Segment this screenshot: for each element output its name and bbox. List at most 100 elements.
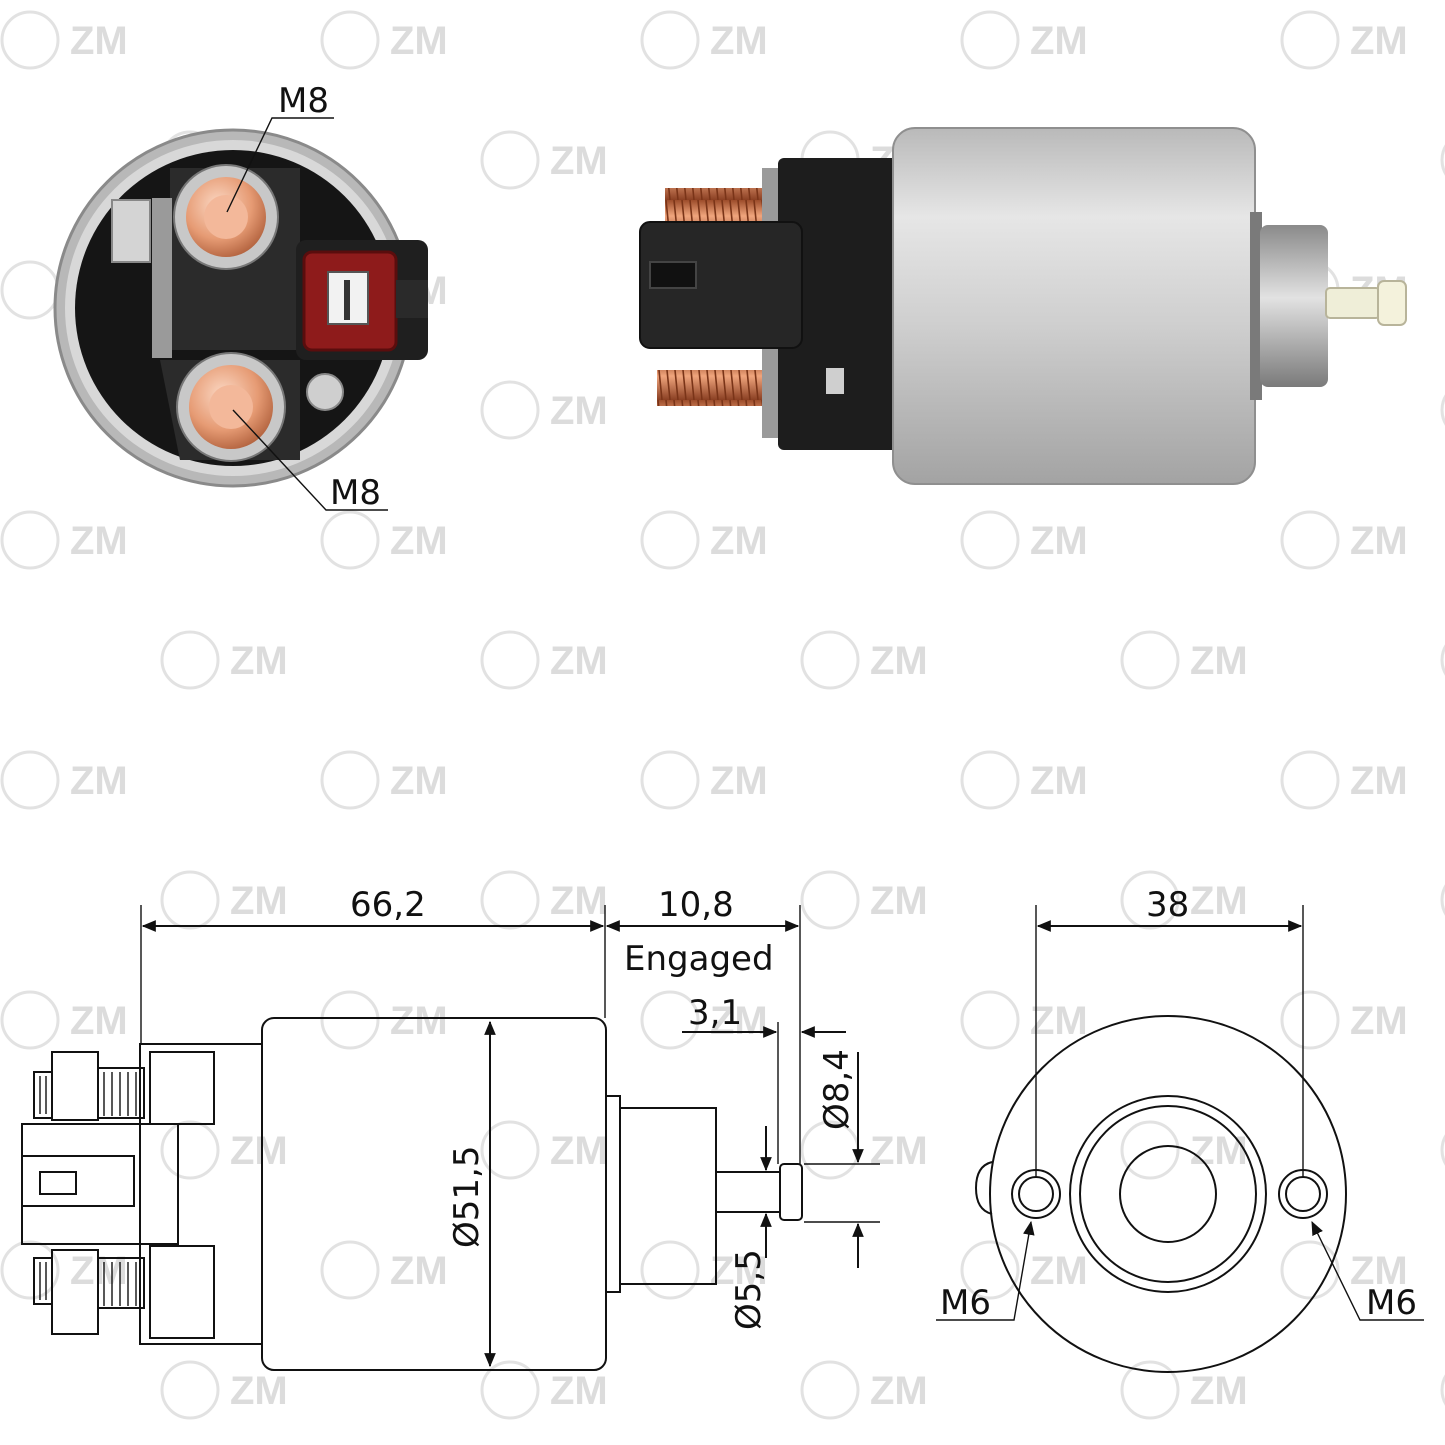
svg-text:ZM: ZM bbox=[1190, 639, 1248, 683]
svg-text:ZM: ZM bbox=[550, 389, 608, 433]
watermark-logo: ZM bbox=[1120, 1120, 1248, 1180]
watermark-logo: ZM bbox=[1280, 10, 1408, 70]
dim-hole-spacing: 38 bbox=[1146, 885, 1189, 925]
watermark-logo: ZM bbox=[960, 1240, 1088, 1300]
watermark-logo: ZM bbox=[160, 630, 288, 690]
svg-text:ZM: ZM bbox=[710, 519, 768, 563]
watermark-logo: ZM bbox=[480, 870, 608, 930]
svg-text:ZM: ZM bbox=[70, 19, 128, 63]
watermark-logo: ZM bbox=[480, 1360, 608, 1420]
svg-text:ZM: ZM bbox=[550, 1129, 608, 1173]
watermark-logo: ZM bbox=[800, 1120, 928, 1180]
watermark-logo: ZM bbox=[960, 990, 1088, 1050]
watermark-logo: ZM bbox=[1120, 1360, 1248, 1420]
svg-text:ZM: ZM bbox=[1030, 759, 1088, 803]
watermark-logo: ZM bbox=[160, 1120, 288, 1180]
watermark-logo: ZM bbox=[0, 750, 128, 810]
drawing-end bbox=[974, 1015, 1347, 1373]
dim-hole-left: M6 bbox=[940, 1283, 991, 1323]
watermark-logo: ZM bbox=[160, 1360, 288, 1420]
watermark-logo: ZM bbox=[1440, 884, 1445, 916]
watermark-logo: ZM bbox=[0, 990, 128, 1050]
svg-text:ZM: ZM bbox=[710, 999, 768, 1043]
watermark-logo: ZM bbox=[1440, 394, 1445, 426]
dim-rod-diameter: Ø5,5 bbox=[729, 1249, 769, 1330]
watermark-logo: ZM bbox=[320, 510, 448, 570]
svg-text:ZM: ZM bbox=[390, 999, 448, 1043]
svg-text:ZM: ZM bbox=[710, 19, 768, 63]
watermark-logo: ZM bbox=[320, 750, 448, 810]
dim-cap-diameter: Ø8,4 bbox=[817, 1049, 857, 1130]
svg-text:ZM: ZM bbox=[870, 639, 928, 683]
svg-text:ZM: ZM bbox=[550, 639, 608, 683]
svg-text:ZM: ZM bbox=[1030, 519, 1088, 563]
dim-stroke-state: Engaged bbox=[624, 939, 774, 979]
watermark-logo: ZM bbox=[320, 1240, 448, 1300]
svg-text:ZM: ZM bbox=[1350, 519, 1408, 563]
svg-text:ZM: ZM bbox=[1030, 999, 1088, 1043]
label-m8-top: M8 bbox=[278, 81, 329, 121]
watermark-logo: ZM bbox=[1440, 144, 1445, 176]
watermark-logo: ZM bbox=[480, 1120, 608, 1180]
photo-side-view bbox=[639, 127, 1407, 485]
watermark-logo: ZM bbox=[160, 870, 288, 930]
watermark-logo: ZM bbox=[1440, 644, 1445, 676]
svg-text:ZM: ZM bbox=[1350, 19, 1408, 63]
svg-text:ZM: ZM bbox=[870, 1369, 928, 1413]
photo-leaders bbox=[226, 117, 388, 511]
svg-text:ZM: ZM bbox=[70, 519, 128, 563]
svg-text:ZM: ZM bbox=[550, 1369, 608, 1413]
watermark-logo: ZM bbox=[800, 870, 928, 930]
svg-text:ZM: ZM bbox=[1350, 1249, 1408, 1293]
watermark-logo: ZM bbox=[1440, 1374, 1445, 1406]
svg-text:ZM: ZM bbox=[870, 879, 928, 923]
svg-text:ZM: ZM bbox=[390, 19, 448, 63]
svg-text:ZM: ZM bbox=[870, 1129, 928, 1173]
watermark-logo: ZM bbox=[320, 990, 448, 1050]
watermark-logo: ZM bbox=[960, 10, 1088, 70]
drawing-side bbox=[21, 1017, 803, 1371]
svg-text:ZM: ZM bbox=[390, 1249, 448, 1293]
svg-text:ZM: ZM bbox=[1190, 1129, 1248, 1173]
watermark-logo: ZM bbox=[1280, 510, 1408, 570]
watermark-logo: ZM bbox=[480, 380, 608, 440]
watermark-logo: ZM bbox=[640, 990, 768, 1050]
svg-text:ZM: ZM bbox=[1190, 1369, 1248, 1413]
svg-text:ZM: ZM bbox=[1350, 999, 1408, 1043]
watermark-logo: ZM bbox=[640, 750, 768, 810]
watermark-logo: ZM bbox=[800, 1360, 928, 1420]
label-m8-bottom: M8 bbox=[330, 473, 381, 513]
svg-text:ZM: ZM bbox=[710, 1249, 768, 1293]
dim-stroke: 10,8 bbox=[658, 885, 734, 925]
watermark-logo: ZM bbox=[320, 10, 448, 70]
watermark-logo: ZM bbox=[960, 510, 1088, 570]
watermark-logo: ZM bbox=[1440, 1134, 1445, 1166]
watermark-logo: ZM bbox=[480, 130, 608, 190]
watermark-logo: ZM bbox=[1280, 750, 1408, 810]
svg-text:ZM: ZM bbox=[70, 999, 128, 1043]
dimension-lines-side bbox=[140, 905, 880, 1368]
watermark-logo: ZM bbox=[800, 630, 928, 690]
watermark-logo: ZM bbox=[640, 10, 768, 70]
svg-text:ZM: ZM bbox=[1350, 759, 1408, 803]
dim-hole-right: M6 bbox=[1366, 1283, 1417, 1323]
watermark-logo: ZM bbox=[480, 630, 608, 690]
photo-end-view bbox=[53, 128, 428, 488]
svg-text:ZM: ZM bbox=[230, 879, 288, 923]
dim-body-diameter: Ø51,5 bbox=[447, 1146, 487, 1248]
svg-text:ZM: ZM bbox=[390, 759, 448, 803]
watermark-logo: ZM bbox=[640, 1240, 768, 1300]
watermark-logo: ZM bbox=[1120, 630, 1248, 690]
watermark-logo: ZM bbox=[640, 510, 768, 570]
svg-text:ZM: ZM bbox=[550, 139, 608, 183]
watermark-logo: ZM bbox=[1280, 1240, 1408, 1300]
svg-text:ZM: ZM bbox=[1030, 1249, 1088, 1293]
dimension-lines-end bbox=[936, 905, 1424, 1321]
dim-body-length: 66,2 bbox=[350, 885, 426, 925]
svg-text:ZM: ZM bbox=[230, 639, 288, 683]
svg-text:ZM: ZM bbox=[550, 879, 608, 923]
watermark-logo: ZM bbox=[960, 750, 1088, 810]
watermark-logo: ZM bbox=[1280, 990, 1408, 1050]
svg-text:ZM: ZM bbox=[390, 519, 448, 563]
svg-text:ZM: ZM bbox=[1030, 19, 1088, 63]
